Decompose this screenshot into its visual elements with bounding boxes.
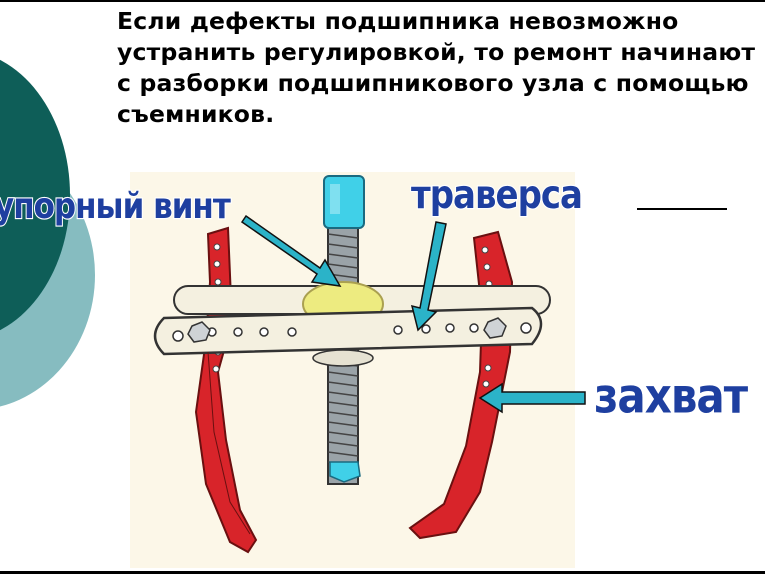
- label-grip: захват: [593, 367, 749, 424]
- stop-screw-arrow: [240, 214, 342, 287]
- grip-arrow: [478, 382, 586, 414]
- slide-heading: Если дефекты подшипника невозможно устра…: [117, 7, 756, 128]
- traverse-arrow: [410, 221, 447, 332]
- underline-dash: [637, 208, 727, 210]
- screw-tip: [329, 461, 361, 483]
- label-stop-screw: упорный винт: [0, 185, 232, 227]
- traverse-front-bar: [153, 306, 543, 356]
- top-border: [0, 0, 765, 2]
- center-hub: [312, 349, 374, 367]
- right-nut: [483, 317, 507, 339]
- puller-illustration: [130, 172, 575, 568]
- left-nut: [187, 321, 211, 343]
- label-traverse: траверса: [410, 172, 584, 219]
- bottom-border: [0, 571, 765, 574]
